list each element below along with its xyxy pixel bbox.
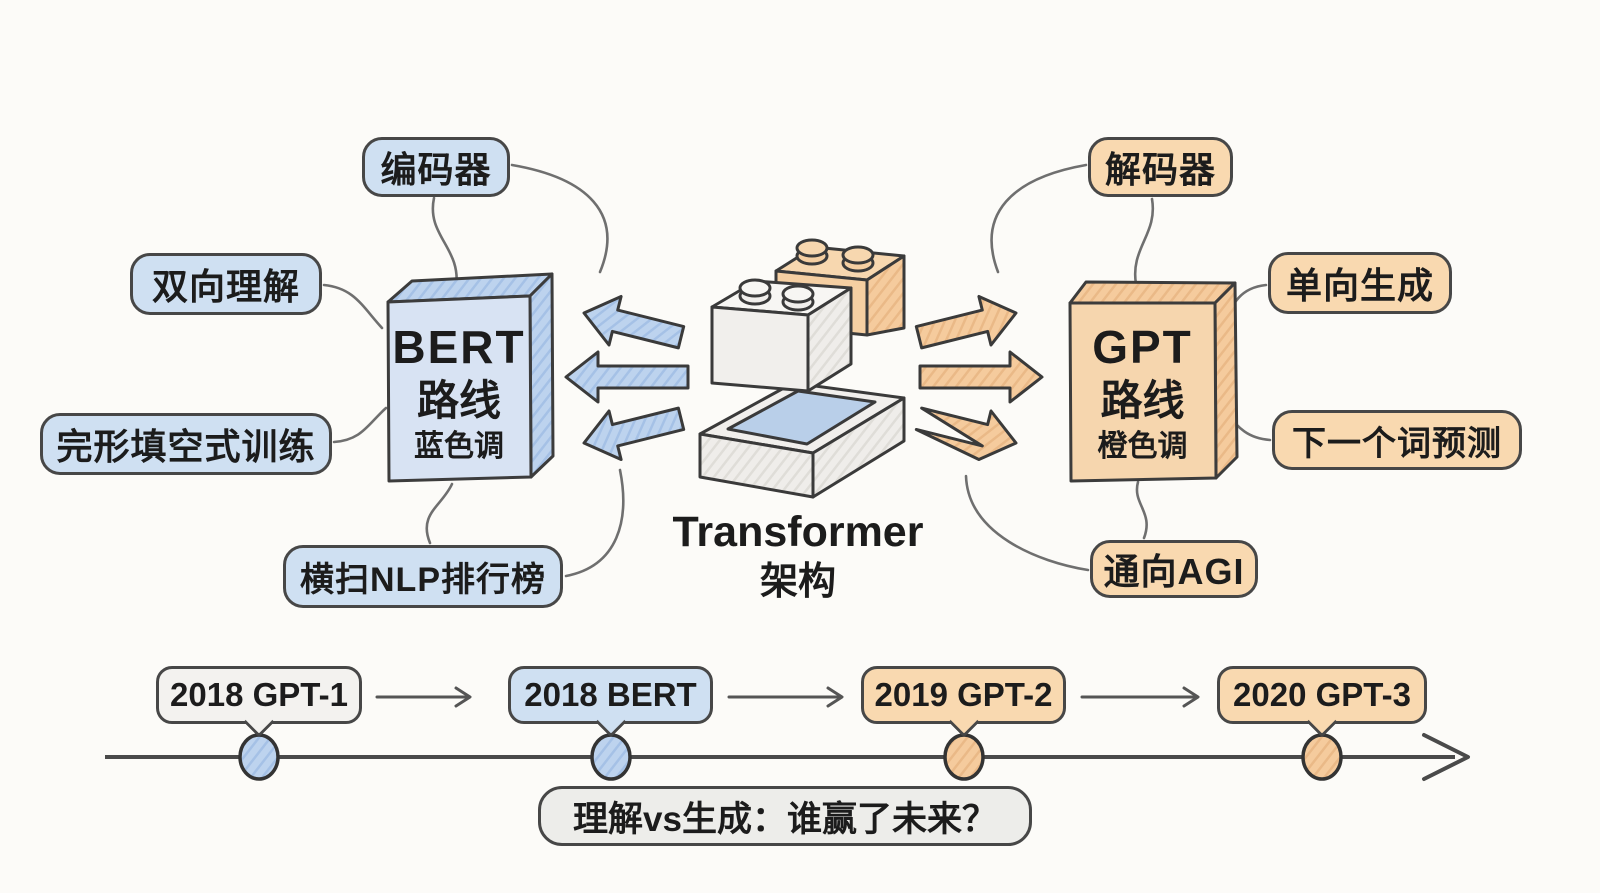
gpt-box-label: GPT 路线 橙色调 [1070,312,1215,474]
connector-agi-gptbox [1135,480,1148,540]
lego-gray-stud [738,278,772,298]
blue-left-arrows-icon [564,294,690,462]
bert-bubble-nlp-leaderboard-label: 横扫NLP排行榜 [300,561,546,599]
timeline-step-arrows [375,686,1200,708]
conclusion-caption: 理解vs生成：谁赢了未来？ [538,786,1032,846]
orange-arrow-middle [918,350,1044,404]
transformer-title: Transformer [672,508,924,556]
connector-encoder-center [510,163,609,274]
connector-decoder-center [990,163,1088,274]
gpt-box-side-face [1213,281,1239,480]
bert-box-side-face [528,272,555,479]
connector-encoder-bertbox [431,196,458,290]
orange-arrow-top [914,294,1018,350]
timeline-event-2018-bert: 2018 BERT [508,666,713,738]
bert-box-tone: 蓝色调 [414,430,504,464]
lego-gray-brick-front [710,305,810,393]
gpt-bubble-unidirectional: 单向生成 [1268,252,1452,314]
step-arrow-3-head-icon [1182,686,1200,708]
transformer-architecture-label: Transformer 架构 [638,508,958,605]
gpt-box-title: GPT [1092,320,1193,373]
lego-blocks-icon [698,238,906,499]
step-arrow-1-head-icon [454,686,472,708]
bert-bubble-cloze-training: 完形填空式训练 [40,413,332,475]
lego-orange-stud [795,238,829,258]
gpt-box-tone: 橙色调 [1097,430,1188,464]
bert-bubble-cloze-training-label: 完形填空式训练 [56,426,316,467]
timeline-event-2019-gpt2: 2019 GPT-2 [861,666,1066,738]
blue-arrow-top [582,294,686,350]
bert-box-label: BERT 路线 蓝色调 [388,312,530,474]
timeline-dot-gpt3 [1301,733,1343,781]
timeline-arrowhead-icon [1422,733,1470,781]
step-arrow-2-head-icon [826,686,844,708]
orange-arrow-bottom [914,406,1018,462]
connector-bidirectional-bertbox [322,283,384,330]
bert-box-title: BERT [392,320,526,373]
gpt-box-shape [1068,280,1239,483]
bert-bubble-encoder-label: 编码器 [380,149,492,190]
gpt-bubble-decoder: 解码器 [1088,137,1233,197]
bert-bubble-nlp-leaderboard: 横扫NLP排行榜 [283,545,563,608]
gpt-box-top-face [1068,280,1237,305]
bert-box-shape [386,272,555,483]
gpt-bubble-decoder-label: 解码器 [1104,149,1216,190]
gpt-bubble-next-word: 下一个词预测 [1272,410,1522,470]
blue-arrow-middle [564,350,690,404]
lego-base-recess [726,389,877,446]
transformer-subtitle: 架构 [759,561,836,604]
blue-arrow-bottom [582,406,686,462]
timeline-event-2020-gpt3: 2020 GPT-3 [1217,666,1427,738]
connector-decoder-gptbox [1133,197,1155,286]
lego-orange-stud [841,245,875,265]
orange-right-arrows-icon [914,294,1044,462]
gpt-bubble-agi-label: 通向AGI [1103,551,1245,592]
connector-agi-center [964,474,1090,572]
gpt-box-front-face [1068,301,1218,483]
timeline-axis [105,733,1470,781]
gpt-bubble-agi: 通向AGI [1090,540,1258,598]
connector-leaderboard-center [564,468,625,578]
gpt-bubble-unidirectional-label: 单向生成 [1285,265,1434,306]
bert-box-front-face [386,294,533,483]
conclusion-caption-label: 理解vs生成：谁赢了未来？ [573,799,997,839]
timeline-event-2018-gpt1: 2018 GPT-1 [156,666,362,738]
bert-box-subtitle: 路线 [416,377,501,425]
timeline-dot-gpt2 [943,733,985,781]
lego-base-right-wall [811,396,906,499]
connector-leaderboard-bertbox [425,482,454,545]
connector-cloze-bertbox [332,406,388,444]
bert-bubble-bidirectional-label: 双向理解 [151,266,300,307]
gpt-box-subtitle: 路线 [1100,377,1185,425]
timeline-dot-bert [590,733,632,781]
timeline-dot-gpt1 [238,733,280,781]
bert-bubble-bidirectional: 双向理解 [130,253,322,315]
bert-bubble-encoder: 编码器 [362,137,510,197]
gpt-bubble-next-word-label: 下一个词预测 [1292,424,1502,463]
lego-gray-stud [781,284,815,304]
